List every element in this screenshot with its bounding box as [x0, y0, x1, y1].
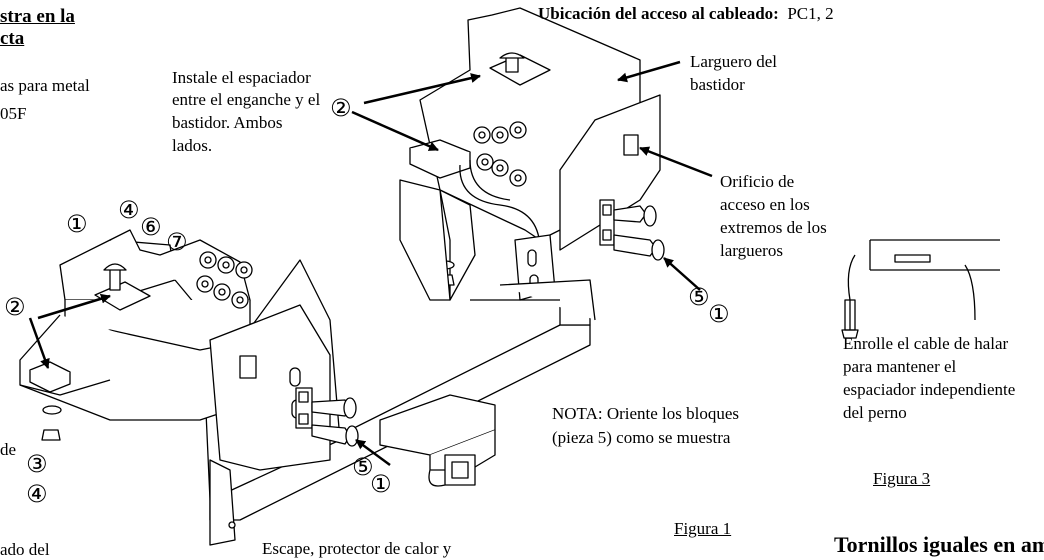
title-line-1: stra en la: [0, 6, 75, 27]
enrolle-l2: para mantener el: [843, 357, 957, 376]
orificio-l2: acceso en los: [720, 195, 810, 214]
nota-l2: (pieza 5) como se muestra: [552, 428, 731, 447]
orificio-l3: extremos de los: [720, 218, 827, 237]
arrow-2-left-b: [38, 293, 111, 318]
part-number-7: ⑦: [166, 228, 188, 256]
arrow-2-right-b: [364, 73, 481, 103]
spacer-note-l3: bastidor. Ambos: [172, 113, 283, 132]
part-number-3: ③: [26, 450, 48, 478]
nota-l1: NOTA: Oriente los bloques: [552, 404, 740, 423]
arrow-orificio: [639, 146, 712, 176]
orificio-l1: Orificio de: [720, 172, 795, 191]
part-number-5-right: ⑤: [688, 283, 710, 311]
subtitle-line-2: 05F: [0, 104, 27, 123]
spacer-note-l4: lados.: [172, 136, 213, 155]
part-number-1-right: ①: [708, 300, 730, 328]
escape-caption: Escape, protector de calor y: [262, 539, 452, 558]
arrow-5-right: [664, 258, 700, 290]
bottom-left-fragment: ado del: [0, 540, 50, 559]
enrolle-l3: espaciador independiente: [843, 380, 1016, 399]
wiring-location: Ubicación del acceso al cableado: PC1, 2: [538, 4, 834, 24]
enrolle-l4: del perno: [843, 403, 907, 422]
title-line-2: cta: [0, 28, 25, 49]
arrow-2-left-a: [30, 318, 50, 369]
spacer-note-l1: Instale el espaciador: [172, 68, 311, 87]
part-number-6: ⑥: [140, 213, 162, 241]
part-number-2-right: ②: [330, 94, 352, 122]
part-number-4-lower: ④: [26, 480, 48, 508]
figure-3-label: Figura 3: [873, 469, 931, 488]
wiring-label: Ubicación del acceso al cableado:: [538, 4, 779, 23]
arrow-larguero: [617, 62, 680, 83]
tornillos-heading: Tornillos iguales en ambos: [834, 532, 1044, 557]
arrow-2-right-a: [352, 112, 439, 150]
left-fragment-de: de: [0, 440, 17, 459]
part-number-1-left: ①: [370, 470, 392, 498]
spacer-note-l2: entre el enganche y el: [172, 90, 321, 109]
larguero-l2: bastidor: [690, 75, 745, 94]
larguero-l1: Larguero del: [690, 52, 778, 71]
wiring-value: PC1, 2: [787, 4, 834, 23]
enrolle-l1: Enrolle el cable de halar: [843, 334, 1009, 353]
part-number-4: ④: [118, 196, 140, 224]
orificio-l4: largueros: [720, 241, 783, 260]
arrow-5-left: [355, 440, 390, 465]
part-number-2-left: ②: [4, 293, 26, 321]
figure-3-detail: [842, 240, 1000, 338]
part-number-1: ①: [66, 210, 88, 238]
right-frame-rail: [410, 8, 664, 300]
subtitle-line-1: as para metal: [0, 76, 90, 95]
part-number-5-left: ⑤: [352, 453, 374, 481]
figure-1-label: Figura 1: [674, 519, 732, 538]
